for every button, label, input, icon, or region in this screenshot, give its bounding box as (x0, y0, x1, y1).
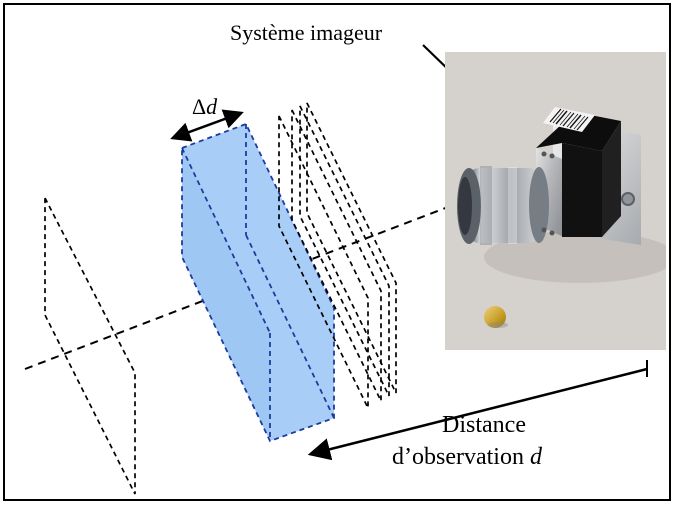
imaging-system-photo (445, 52, 666, 350)
imaging-system-photo-drawing (445, 52, 666, 350)
delta-symbol: Δ (192, 94, 207, 119)
coin-shadow (488, 322, 508, 328)
projection-plane-left (44, 197, 136, 495)
observation-volume-outline (181, 122, 335, 443)
system-label: Système imageur (230, 20, 383, 45)
photo-shadow (484, 231, 666, 283)
observation-volume-rear-diagonal (245, 234, 335, 419)
thickness-label: Δd (192, 96, 217, 118)
camera-screw-bank (541, 151, 555, 236)
distance-label-prefix: d’observation (392, 444, 530, 470)
barcode-lines (549, 108, 589, 131)
camera-body-top (536, 112, 621, 151)
observation-volume (182, 124, 334, 441)
thickness-arrow (170, 109, 244, 142)
mounting-screw (621, 192, 635, 206)
camera-body-front (602, 121, 621, 237)
camera-body-side (562, 143, 602, 237)
coin-reference (484, 306, 506, 328)
observation-volume-front-edge-top (181, 147, 271, 334)
delta-variable: d (206, 94, 218, 119)
distance-label-variable: d (529, 444, 542, 470)
projection-plane-right-2 (291, 109, 382, 402)
distance-label-line-1: Distance (442, 412, 526, 438)
observation-volume-front-face (182, 148, 270, 441)
distance-arrow (307, 367, 648, 461)
projection-plane-right-3 (299, 105, 390, 397)
distance-label-line-2: d’observation d (392, 445, 542, 469)
lens-assembly (457, 166, 549, 245)
projection-plane-right-1 (278, 115, 369, 409)
projection-plane-right-4 (306, 102, 397, 394)
